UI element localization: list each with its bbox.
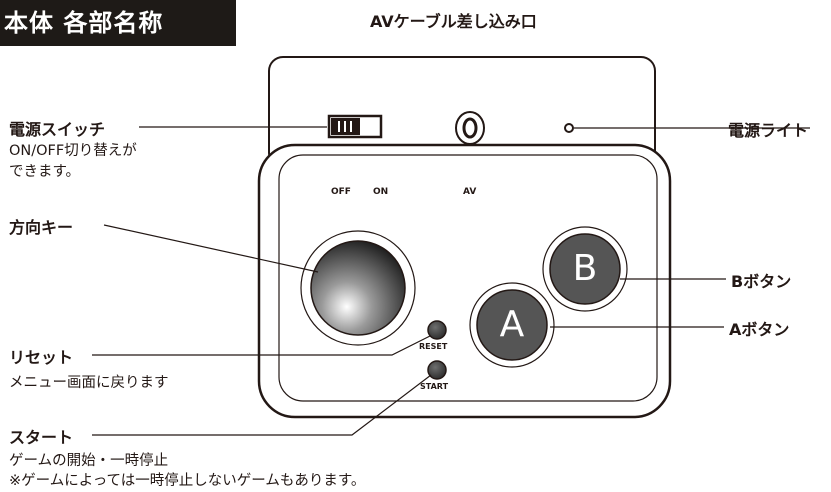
- reset-label: リセット: [9, 348, 74, 367]
- device-front-inner: [278, 154, 658, 402]
- start-label: スタート: [9, 428, 74, 447]
- dpad-icon: [310, 240, 406, 336]
- power-switch-desc-1: ON/OFF切り替えが: [9, 143, 137, 159]
- power-switch-icon: [327, 114, 383, 139]
- power-switch-desc-2: できます。: [9, 164, 81, 180]
- on-label: ON: [373, 187, 389, 197]
- b-button-icon: [549, 233, 621, 305]
- off-label: OFF: [331, 187, 351, 197]
- start-desc-1: ゲームの開始・一時停止: [9, 453, 169, 469]
- power-light-label: 電源ライト: [728, 121, 809, 140]
- a-button-label: Aボタン: [729, 320, 790, 339]
- b-button-letter: B: [572, 248, 598, 289]
- leader-dpad: [103, 224, 319, 273]
- av-label: AV: [463, 187, 477, 197]
- reset-button-icon: [427, 320, 447, 340]
- a-button-letter: A: [499, 304, 525, 345]
- page-title: 本体 各部名称: [0, 0, 236, 46]
- av-port-icon: [455, 111, 485, 145]
- a-button-icon: [476, 289, 548, 361]
- reset-desc: メニュー画面に戻ります: [9, 375, 169, 391]
- reset-device-label: RESET: [419, 342, 448, 351]
- av-port-label: AVケーブル差し込み口: [370, 12, 537, 31]
- start-desc-2: ※ゲームによっては一時停止しないゲームもあります。: [9, 473, 366, 489]
- device-front-outer: [257, 143, 672, 419]
- start-button-icon: [427, 360, 447, 380]
- start-device-label: START: [420, 382, 449, 391]
- leader-reset: [92, 335, 431, 356]
- leader-start: [92, 374, 432, 436]
- dpad-label: 方向キー: [9, 218, 74, 237]
- power-light-icon: [564, 123, 574, 133]
- power-switch-label: 電源スイッチ: [9, 120, 106, 139]
- b-button-label: Bボタン: [731, 272, 792, 291]
